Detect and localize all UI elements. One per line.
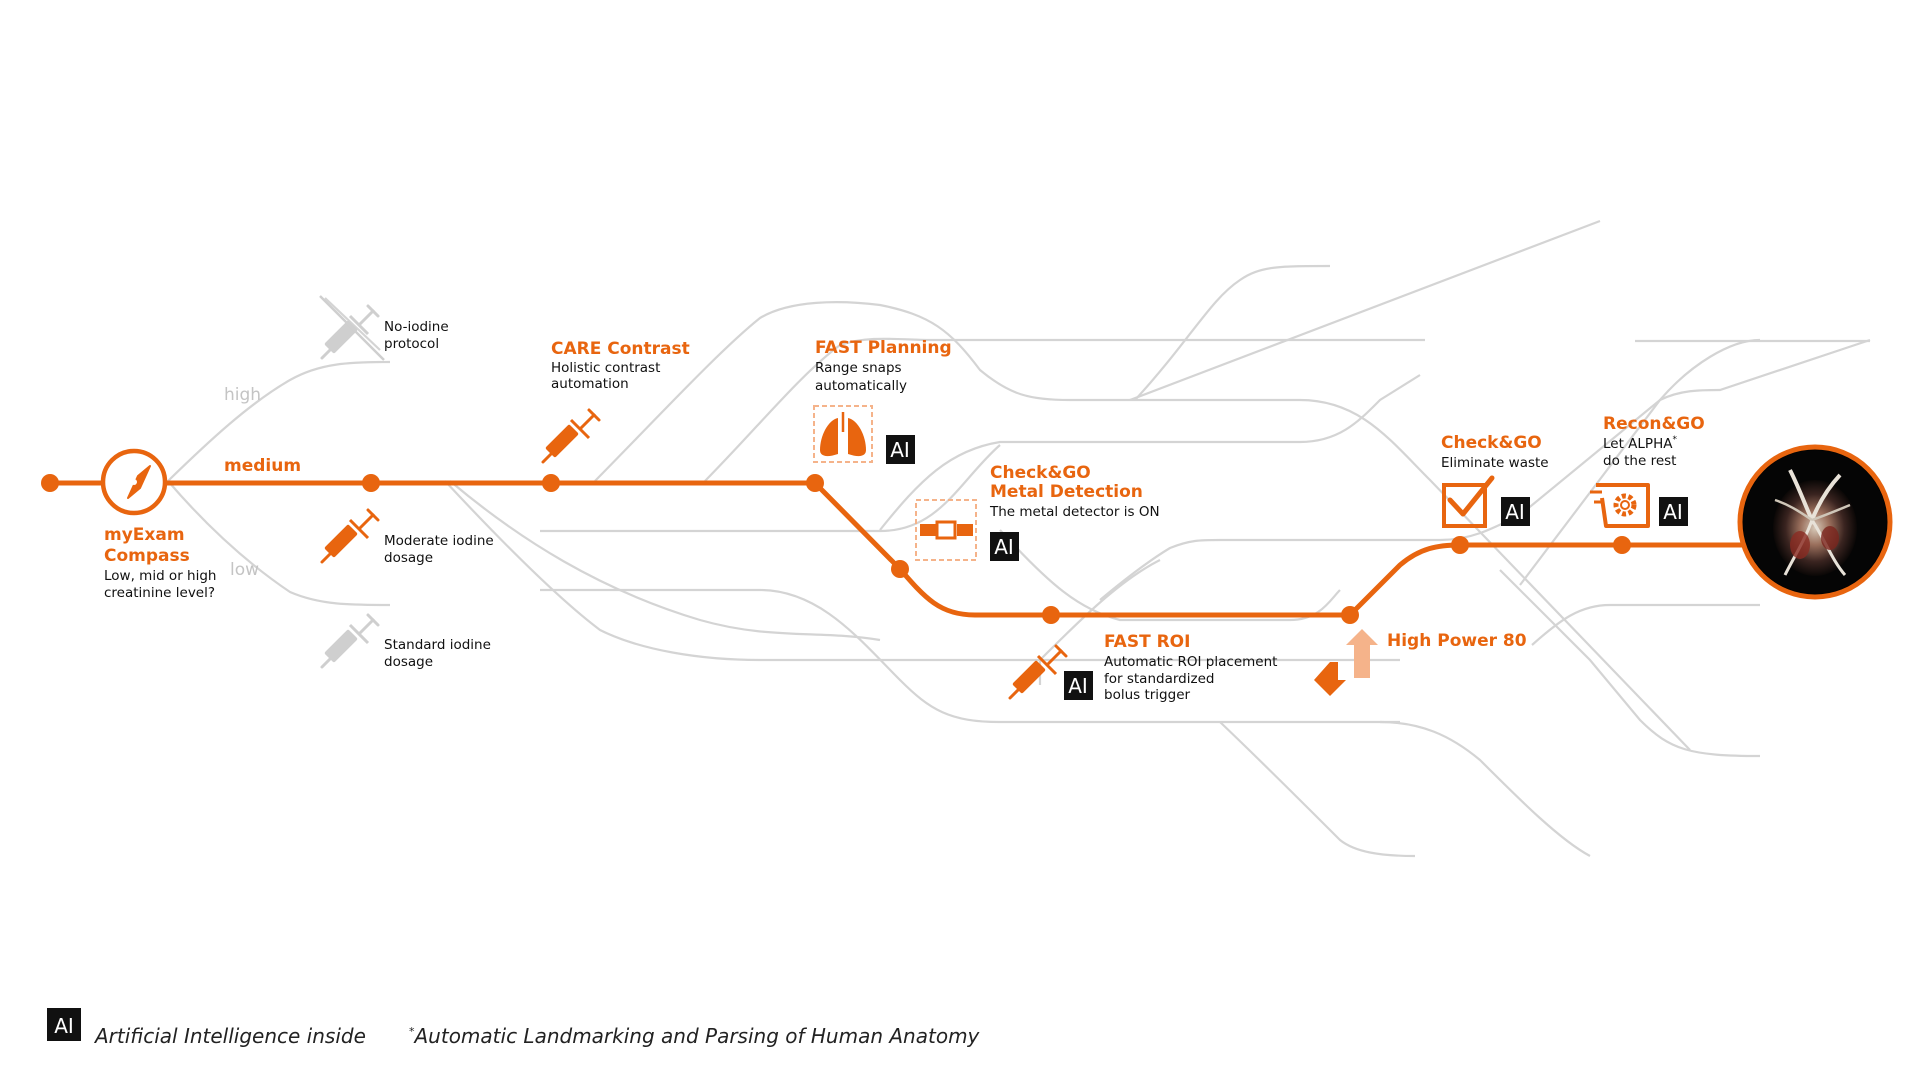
myexam-desc-1: Low, mid or high bbox=[104, 568, 216, 584]
node-check-go[interactable] bbox=[1451, 536, 1469, 554]
track-high-branch bbox=[167, 360, 391, 482]
fast-roi-desc-1: Automatic ROI placement bbox=[1104, 654, 1277, 670]
fast-roi-desc-2: for standardized bbox=[1104, 671, 1214, 687]
svg-text:AI: AI bbox=[994, 535, 1014, 559]
high-power-title: High Power 80 bbox=[1387, 631, 1527, 651]
lungs-icon[interactable] bbox=[813, 405, 873, 463]
standard-iodine-desc-1: Standard iodine bbox=[384, 637, 491, 653]
check-go-title: Check&GO bbox=[1441, 433, 1542, 453]
legend-ai-badge: AI bbox=[47, 1008, 81, 1041]
track-b bbox=[704, 337, 1425, 482]
track-d bbox=[1129, 219, 1601, 402]
node-care-contrast[interactable] bbox=[542, 474, 560, 492]
recon-go-title: Recon&GO bbox=[1603, 414, 1705, 434]
svg-text:AI: AI bbox=[54, 1014, 74, 1038]
up-down-arrows-icon[interactable] bbox=[1314, 629, 1378, 696]
track-g bbox=[1099, 338, 1871, 601]
fast-planning-title: FAST Planning bbox=[815, 338, 952, 358]
myexam-desc-2: creatinine level? bbox=[104, 585, 215, 601]
track-k bbox=[449, 480, 881, 642]
track-h bbox=[1038, 559, 1161, 685]
compass-icon[interactable] bbox=[100, 448, 168, 516]
moderate-iodine-desc-1: Moderate iodine bbox=[384, 533, 494, 549]
node-fast-planning[interactable] bbox=[806, 474, 824, 492]
ai-badge-fast-planning: AI bbox=[886, 435, 915, 464]
node-fast-roi[interactable] bbox=[1042, 606, 1060, 624]
track-no-iodine-stub bbox=[324, 297, 381, 351]
care-contrast-title: CARE Contrast bbox=[551, 339, 690, 359]
ai-badge-fast-roi: AI bbox=[1064, 671, 1093, 700]
track-m bbox=[1379, 720, 1591, 857]
node-recon-go[interactable] bbox=[1613, 536, 1631, 554]
track-j bbox=[444, 480, 1400, 662]
track-p bbox=[1531, 603, 1760, 646]
recon-go-desc-2: do the rest bbox=[1603, 453, 1676, 469]
track-c bbox=[1134, 264, 1331, 401]
ai-badge-check-go: AI bbox=[1501, 497, 1530, 526]
legend-footnote: *Automatic Landmarking and Parsing of Hu… bbox=[409, 1024, 981, 1048]
syringe-icon-fast-roi[interactable] bbox=[1008, 644, 1068, 700]
track-e bbox=[879, 374, 1421, 531]
track-a bbox=[594, 301, 1691, 751]
myexam-title-1: myExam bbox=[104, 525, 185, 545]
station-nodes bbox=[41, 474, 1631, 624]
gear-card-icon[interactable] bbox=[1590, 483, 1650, 528]
checkbox-icon[interactable] bbox=[1442, 475, 1495, 528]
background-tracks bbox=[167, 219, 1871, 858]
branch-label-low: low bbox=[230, 560, 259, 580]
node-iodine-dosage[interactable] bbox=[362, 474, 380, 492]
fast-planning-desc-1: Range snaps bbox=[815, 360, 902, 376]
track-f bbox=[540, 444, 1001, 533]
track-o bbox=[1499, 569, 1761, 758]
svg-text:AI: AI bbox=[1663, 500, 1683, 524]
syringe-icon-standard[interactable] bbox=[320, 613, 380, 669]
node-high-power[interactable] bbox=[1341, 606, 1359, 624]
syringe-icon-moderate[interactable] bbox=[320, 508, 380, 564]
fast-planning-desc-2: automatically bbox=[815, 378, 907, 394]
svg-text:AI: AI bbox=[1505, 500, 1525, 524]
check-go-desc: Eliminate waste bbox=[1441, 455, 1549, 471]
track-l bbox=[540, 588, 1400, 724]
no-iodine-desc-2: protocol bbox=[384, 336, 439, 352]
metal-detection-title-1: Check&GO bbox=[990, 463, 1091, 483]
fast-roi-desc-3: bolus trigger bbox=[1104, 687, 1190, 703]
branch-label-medium: medium bbox=[224, 456, 301, 476]
moderate-iodine-desc-2: dosage bbox=[384, 550, 433, 566]
metal-detection-title-2: Metal Detection bbox=[990, 482, 1143, 502]
track-low-branch bbox=[167, 480, 391, 607]
svg-text:AI: AI bbox=[890, 438, 910, 462]
legend-ai-text: Artificial Intelligence inside bbox=[93, 1024, 366, 1048]
myexam-title-2: Compass bbox=[104, 546, 190, 566]
syringe-icon-care-contrast[interactable] bbox=[541, 408, 601, 464]
track-i bbox=[999, 529, 1341, 622]
ai-badge-metal-detection: AI bbox=[990, 532, 1019, 561]
no-iodine-desc-1: No-iodine bbox=[384, 319, 449, 335]
metal-detection-desc: The metal detector is ON bbox=[989, 504, 1160, 520]
metal-belt-icon[interactable] bbox=[915, 499, 977, 561]
care-contrast-desc-2: automation bbox=[551, 376, 629, 392]
branch-label-high: high bbox=[224, 385, 261, 405]
track-n bbox=[1219, 721, 1416, 858]
svg-text:AI: AI bbox=[1068, 674, 1088, 698]
fast-roi-title: FAST ROI bbox=[1104, 632, 1190, 652]
node-start bbox=[41, 474, 59, 492]
main-workflow-track bbox=[47, 480, 1748, 618]
care-contrast-desc-1: Holistic contrast bbox=[551, 360, 660, 376]
recon-go-desc-1: Let ALPHA* bbox=[1603, 435, 1677, 452]
ai-badge-recon-go: AI bbox=[1659, 497, 1688, 526]
syringe-crossed-icon[interactable] bbox=[319, 295, 385, 361]
node-metal-detection[interactable] bbox=[891, 560, 909, 578]
heart-image bbox=[1737, 444, 1893, 600]
standard-iodine-desc-2: dosage bbox=[384, 654, 433, 670]
